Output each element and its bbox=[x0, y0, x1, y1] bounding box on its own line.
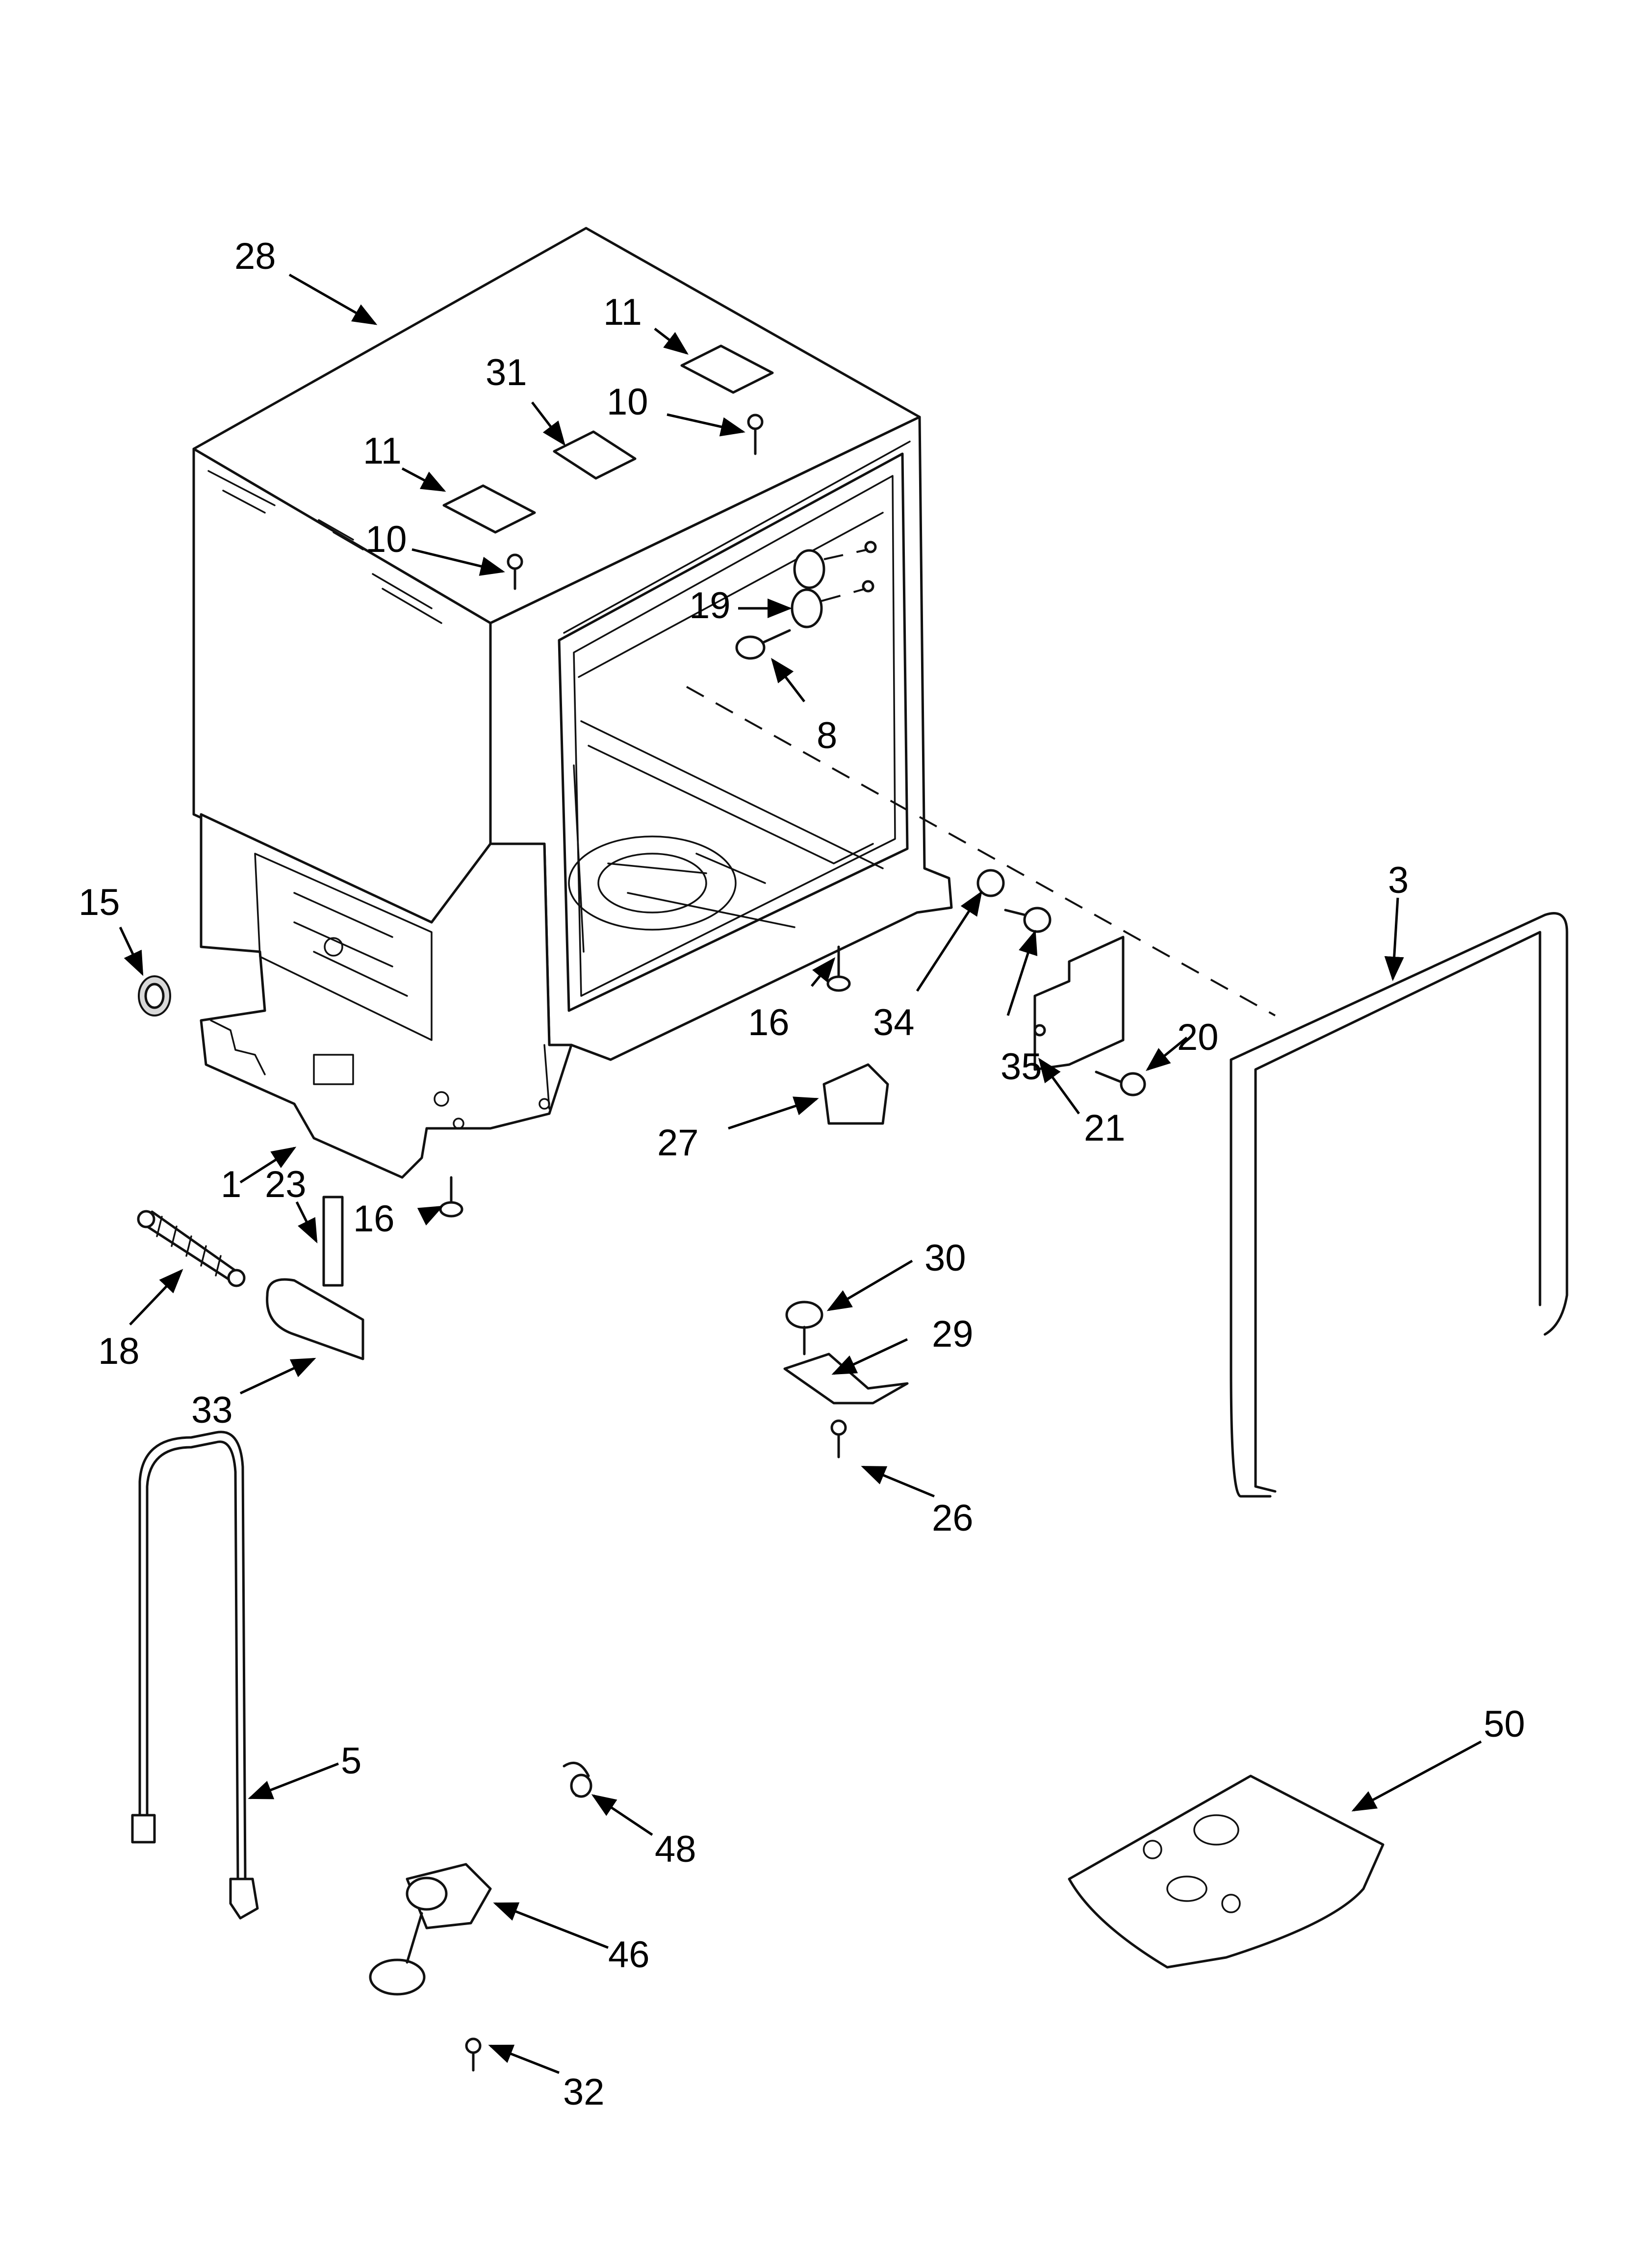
callout-20: 20 bbox=[1177, 1017, 1219, 1058]
callout-15: 15 bbox=[78, 882, 120, 923]
callout-26: 26 bbox=[932, 1497, 974, 1539]
callout-34: 34 bbox=[873, 1002, 915, 1043]
callout-16-right: 16 bbox=[748, 1002, 790, 1043]
callout-33: 33 bbox=[191, 1389, 233, 1431]
callout-18: 18 bbox=[98, 1330, 140, 1372]
callout-19: 19 bbox=[689, 585, 731, 626]
callout-50: 50 bbox=[1484, 1703, 1525, 1745]
callout-10-right: 10 bbox=[607, 381, 648, 423]
callout-46: 46 bbox=[608, 1934, 650, 1976]
screw-20 bbox=[1095, 1070, 1146, 1096]
callout-23: 23 bbox=[265, 1164, 307, 1205]
bracket-29 bbox=[783, 1353, 909, 1405]
tub-assembly bbox=[192, 227, 953, 1179]
screw-26 bbox=[830, 1419, 847, 1459]
valve-46 bbox=[369, 1863, 492, 1996]
alignment-line bbox=[686, 686, 1276, 1017]
heater-5 bbox=[131, 1431, 259, 1920]
parts-bag-50 bbox=[1068, 1774, 1385, 1969]
callout-11-left: 11 bbox=[363, 430, 402, 472]
clip-31 bbox=[553, 430, 637, 480]
bracket-21 bbox=[1033, 936, 1125, 1071]
clip-27 bbox=[822, 1063, 889, 1125]
callout-31: 31 bbox=[486, 352, 527, 393]
spring-48 bbox=[563, 1761, 592, 1798]
callout-10-left: 10 bbox=[365, 519, 407, 560]
spring-18 bbox=[137, 1210, 246, 1287]
callout-29: 29 bbox=[932, 1313, 974, 1355]
bracket-11-left bbox=[442, 484, 536, 534]
callout-8: 8 bbox=[817, 715, 837, 756]
thermostat-30 bbox=[785, 1301, 823, 1356]
screw-35 bbox=[1004, 907, 1052, 933]
callout-27: 27 bbox=[657, 1122, 699, 1164]
leg-16-left bbox=[439, 1176, 463, 1218]
callout-labels: 28 11 31 10 11 10 19 8 15 3 16 34 20 35 … bbox=[78, 235, 1525, 2113]
callout-48: 48 bbox=[655, 1828, 696, 1870]
callout-5: 5 bbox=[341, 1740, 361, 1782]
callout-28: 28 bbox=[234, 235, 276, 277]
callout-16-left: 16 bbox=[353, 1198, 395, 1240]
strip-23 bbox=[322, 1196, 344, 1287]
callout-21: 21 bbox=[1084, 1107, 1126, 1149]
callout-1: 1 bbox=[221, 1164, 241, 1205]
callout-35: 35 bbox=[1001, 1046, 1042, 1088]
gear-34 bbox=[976, 869, 1005, 897]
pad-33 bbox=[266, 1278, 364, 1360]
bracket-11-right bbox=[680, 344, 774, 394]
callout-3: 3 bbox=[1388, 860, 1409, 901]
grommet-15 bbox=[138, 975, 171, 1017]
rollers-19 bbox=[791, 541, 877, 628]
gasket-3 bbox=[1230, 912, 1568, 1498]
leader-lines bbox=[119, 273, 1482, 2074]
callout-11-right: 11 bbox=[603, 291, 642, 333]
screw-8 bbox=[735, 629, 791, 660]
screw-32 bbox=[465, 2037, 482, 2072]
callout-30: 30 bbox=[924, 1237, 966, 1279]
callout-32: 32 bbox=[563, 2071, 605, 2113]
